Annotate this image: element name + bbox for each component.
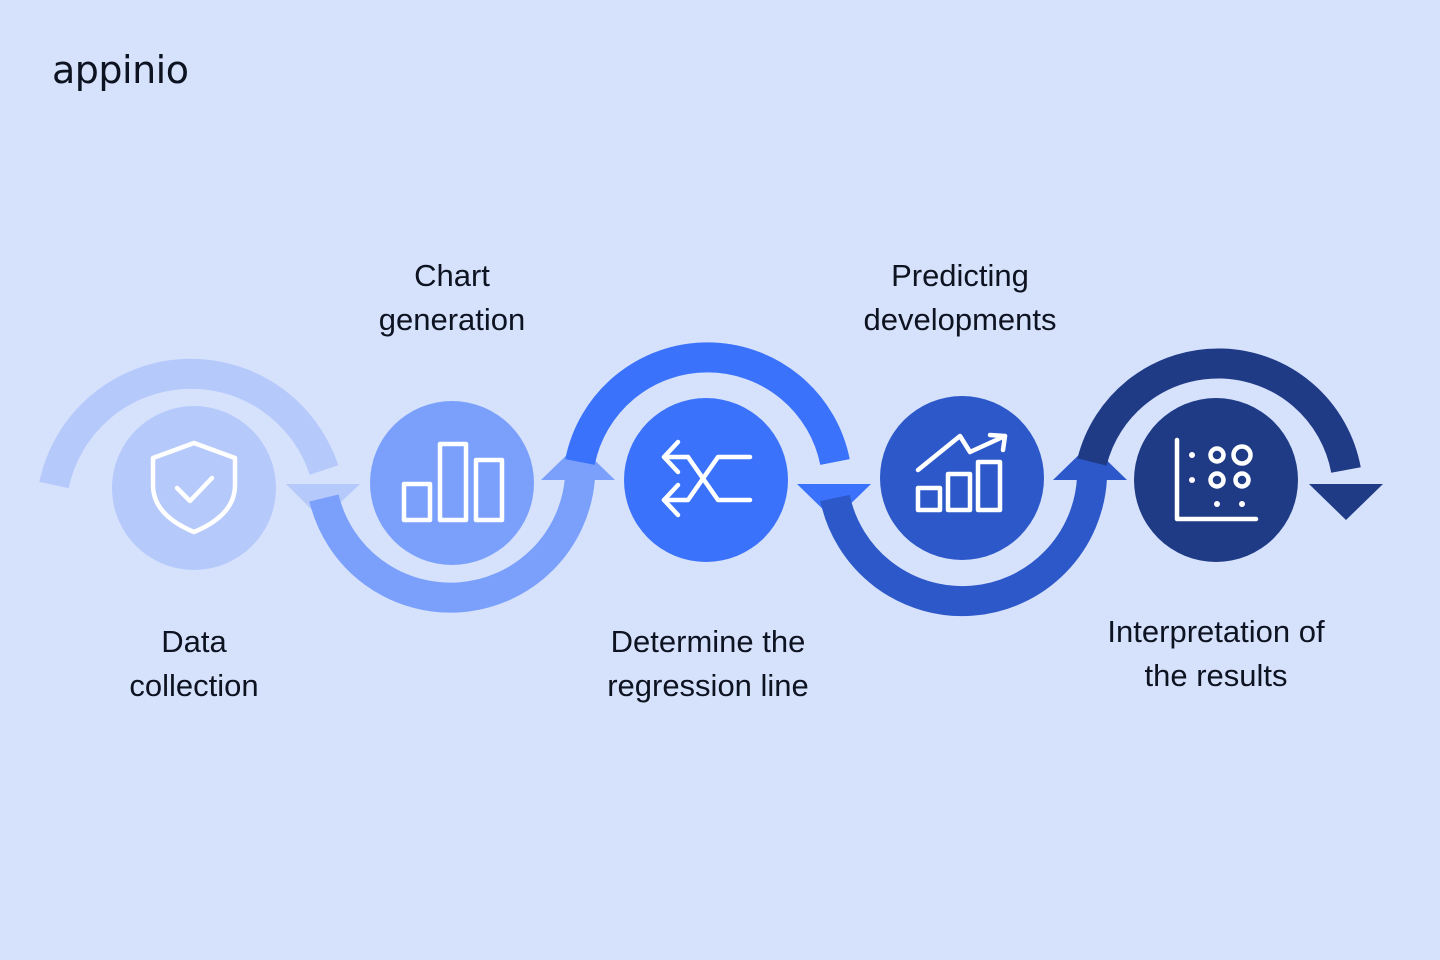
flow-arrow-2 [309, 444, 615, 613]
step-2-label: Chart generation [378, 258, 526, 337]
step-2-circle [370, 401, 534, 565]
step-5-label: Interpretation of the results [1107, 614, 1325, 693]
trend-up-chart-icon [915, 432, 1008, 513]
appinio-logo: appinio [52, 48, 189, 92]
shield-check-icon [150, 440, 238, 535]
flow-arrow-5 [1077, 348, 1383, 520]
step-5-circle [1134, 398, 1298, 562]
scatter-plot-icon [1174, 437, 1259, 522]
step-4-label: Predicting developments [863, 258, 1057, 337]
step-3-label: Determine the regression line [607, 624, 809, 703]
step-4-circle [880, 396, 1044, 560]
bar-chart-icon [401, 441, 505, 523]
shuffle-arrows-icon [661, 439, 753, 518]
flow-arrow-4 [820, 444, 1127, 617]
step-1-circle [112, 406, 276, 570]
step-1-label: Data collection [129, 624, 259, 703]
